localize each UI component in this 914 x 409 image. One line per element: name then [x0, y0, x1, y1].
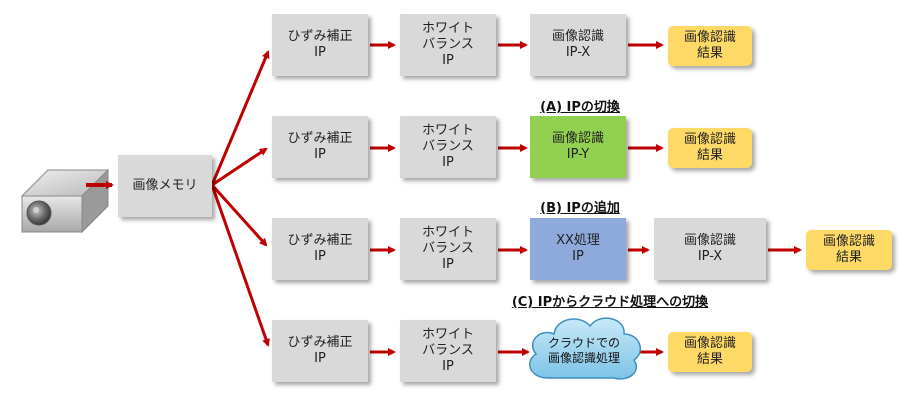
- camera-icon: [20, 168, 110, 234]
- arrow-memory-row1: [210, 50, 270, 186]
- recognition-result-box-row1: 画像認識 結果: [668, 26, 752, 66]
- white-balance-ip-box-row4: ホワイト バランス IP: [400, 320, 496, 382]
- distortion-ip-box-row2: ひずみ補正 IP: [272, 116, 368, 178]
- annotation-b: (B) IPの追加: [540, 201, 620, 216]
- recognition-result-box-row4: 画像認識 結果: [668, 332, 752, 372]
- recognition-ip-x-box-row3: 画像認識 IP-X: [654, 218, 766, 280]
- distortion-ip-box-row3: ひずみ補正 IP: [272, 218, 368, 280]
- annotation-a: (A) IPの切換: [540, 100, 620, 115]
- white-balance-ip-box-row1: ホワイト バランス IP: [400, 14, 496, 76]
- white-balance-ip-box-row3: ホワイト バランス IP: [400, 218, 496, 280]
- recognition-ip-y-box: 画像認識 IP-Y: [530, 116, 626, 178]
- arrow-memory-row3: [210, 183, 268, 247]
- image-memory-box: 画像メモリ: [118, 155, 212, 217]
- recognition-ip-x-box-row1: 画像認識 IP-X: [530, 14, 626, 76]
- xx-process-ip-box: XX処理 IP: [530, 218, 626, 280]
- cloud-icon: [529, 317, 642, 380]
- cloud-recognition-label: クラウドでの 画像認識処理: [547, 336, 620, 365]
- distortion-ip-box-row1: ひずみ補正 IP: [272, 14, 368, 76]
- white-balance-ip-box-row2: ホワイト バランス IP: [400, 116, 496, 178]
- recognition-result-box-row2: 画像認識 結果: [668, 128, 752, 168]
- distortion-ip-box-row4: ひずみ補正 IP: [272, 320, 368, 382]
- arrow-memory-row2: [211, 147, 268, 187]
- annotation-c: (C) IPからクラウド処理への切換: [511, 295, 709, 310]
- recognition-result-box-row3: 画像認識 結果: [806, 230, 892, 270]
- arrow-memory-row4: [210, 184, 270, 347]
